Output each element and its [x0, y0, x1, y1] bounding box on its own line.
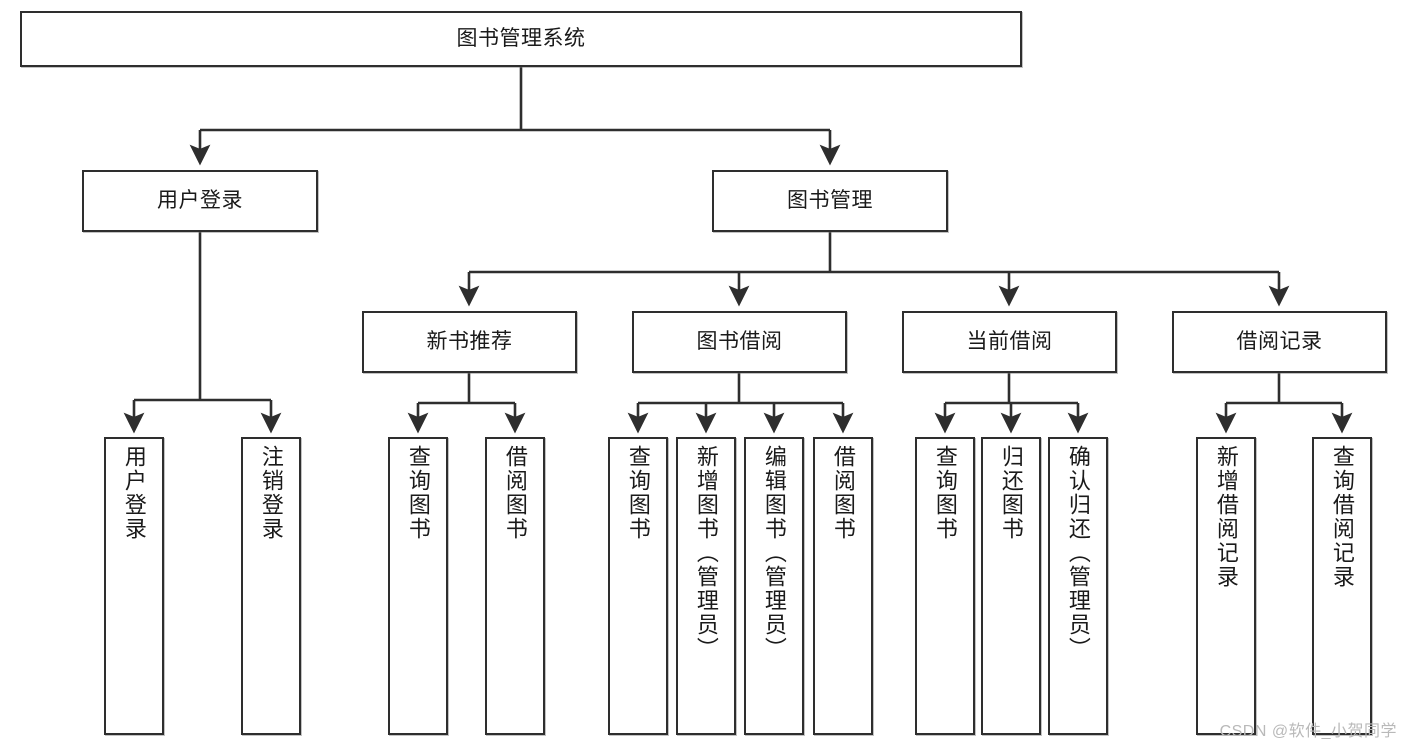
node-leaf-edit-book[interactable]: 编辑图书（管理员） — [744, 437, 804, 735]
watermark: CSDN @软件_小贺同学 — [1219, 723, 1397, 740]
node-leaf-return-book-label: 归还图书 — [998, 445, 1024, 541]
node-leaf-add-book[interactable]: 新增图书（管理员） — [676, 437, 736, 735]
node-leaf-add-record[interactable]: 新增借阅记录 — [1196, 437, 1256, 735]
node-new-book-recommend[interactable]: 新书推荐 — [362, 311, 577, 373]
node-leaf-add-book-label: 新增图书（管理员） — [693, 445, 719, 661]
node-book-borrow-label: 图书借阅 — [696, 330, 783, 354]
node-leaf-query-book-3-label: 查询图书 — [932, 445, 958, 541]
node-leaf-borrow-book-1[interactable]: 借阅图书 — [485, 437, 545, 735]
node-leaf-query-book-1-label: 查询图书 — [405, 445, 431, 541]
node-leaf-borrow-book-2[interactable]: 借阅图书 — [813, 437, 873, 735]
node-book-borrow[interactable]: 图书借阅 — [632, 311, 847, 373]
node-leaf-query-book-1[interactable]: 查询图书 — [388, 437, 448, 735]
node-leaf-query-book-3[interactable]: 查询图书 — [915, 437, 975, 735]
node-leaf-confirm-return-label: 确认归还（管理员） — [1065, 445, 1091, 661]
node-leaf-user-login-label: 用户登录 — [121, 445, 147, 541]
node-leaf-query-record[interactable]: 查询借阅记录 — [1312, 437, 1372, 735]
node-leaf-logout-login-label: 注销登录 — [258, 445, 284, 541]
node-new-book-recommend-label: 新书推荐 — [426, 330, 513, 354]
node-user-login-label: 用户登录 — [157, 189, 243, 213]
node-book-manage[interactable]: 图书管理 — [712, 170, 948, 232]
node-leaf-return-book[interactable]: 归还图书 — [981, 437, 1041, 735]
node-user-login[interactable]: 用户登录 — [82, 170, 318, 232]
node-book-manage-label: 图书管理 — [787, 189, 873, 213]
node-leaf-borrow-book-2-label: 借阅图书 — [830, 445, 856, 541]
node-leaf-query-record-label: 查询借阅记录 — [1329, 445, 1355, 589]
node-leaf-query-book-2[interactable]: 查询图书 — [608, 437, 668, 735]
node-leaf-logout-login[interactable]: 注销登录 — [241, 437, 301, 735]
node-borrow-record-label: 借阅记录 — [1236, 330, 1323, 354]
node-leaf-user-login[interactable]: 用户登录 — [104, 437, 164, 735]
node-root[interactable]: 图书管理系统 — [20, 11, 1022, 67]
node-leaf-borrow-book-1-label: 借阅图书 — [502, 445, 528, 541]
node-leaf-edit-book-label: 编辑图书（管理员） — [761, 445, 787, 661]
node-borrow-record[interactable]: 借阅记录 — [1172, 311, 1387, 373]
node-leaf-add-record-label: 新增借阅记录 — [1213, 445, 1239, 589]
node-leaf-query-book-2-label: 查询图书 — [625, 445, 651, 541]
node-current-borrow-label: 当前借阅 — [966, 330, 1053, 354]
node-root-label: 图书管理系统 — [456, 27, 586, 51]
node-leaf-confirm-return[interactable]: 确认归还（管理员） — [1048, 437, 1108, 735]
node-current-borrow[interactable]: 当前借阅 — [902, 311, 1117, 373]
